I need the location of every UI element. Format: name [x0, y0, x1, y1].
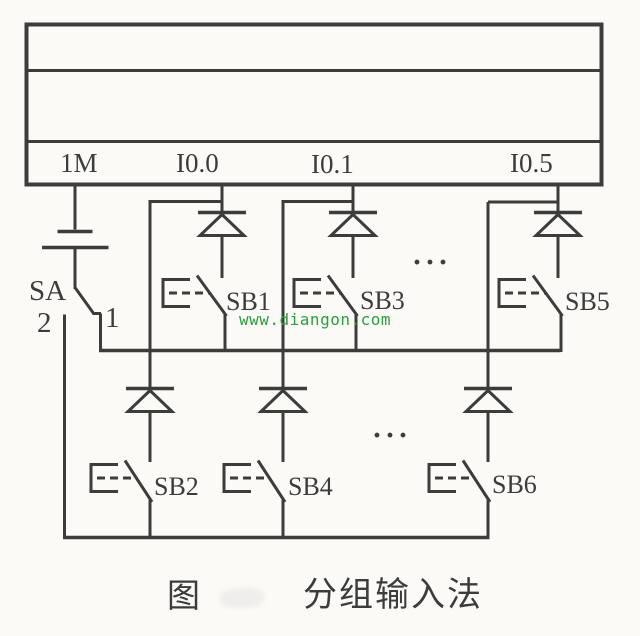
selector-label-sa: SA [29, 275, 67, 307]
button-label-sb3: SB3 [360, 286, 405, 315]
pushbutton-icon [161, 274, 228, 352]
button-label-sb2: SB2 [154, 472, 199, 501]
diode-icon [257, 386, 309, 413]
selector-position-1-label: 1 [105, 302, 120, 334]
ellipsis-upper: ··· [412, 246, 452, 279]
selector-position-2-label: 2 [37, 307, 52, 339]
ellipsis-lower: ··· [372, 419, 412, 452]
sa-blade [73, 286, 96, 315]
terminal-label-1m: 1M [60, 148, 98, 178]
sb1-branch [150, 186, 248, 352]
diode-icon [532, 210, 584, 237]
diode-icon [327, 210, 379, 237]
diode-icon [124, 386, 176, 413]
diode-icon [462, 386, 514, 413]
power-branch [42, 186, 109, 538]
terminal-label-i05: I0.5 [510, 148, 553, 178]
button-label-sb6: SB6 [492, 470, 537, 499]
caption-figure-prefix: 图 [167, 579, 200, 615]
plc-box [24, 22, 604, 187]
sb5-branch [488, 186, 584, 352]
sb3-branch [283, 186, 379, 352]
sb6-branch [427, 202, 514, 538]
caption-title: 分组输入法 [303, 577, 483, 614]
pushbutton-icon [427, 459, 492, 538]
pushbutton-icon [497, 274, 564, 352]
pushbutton-icon [292, 274, 359, 352]
watermark-text: www.diangon.com [239, 310, 391, 329]
selector-switch-sa [63, 286, 102, 538]
sb2-branch [89, 200, 176, 538]
pushbutton-icon [222, 459, 287, 538]
diode-icon [196, 210, 248, 237]
button-label-sb5: SB5 [565, 287, 610, 316]
button-label-sb1: SB1 [226, 287, 271, 316]
sb4-branch [222, 200, 309, 538]
button-label-sb4: SB4 [288, 472, 333, 501]
terminal-label-i01: I0.1 [311, 149, 354, 179]
pushbutton-icon [89, 459, 154, 538]
battery-icon [42, 229, 109, 250]
terminal-label-i00: I0.0 [176, 148, 219, 178]
